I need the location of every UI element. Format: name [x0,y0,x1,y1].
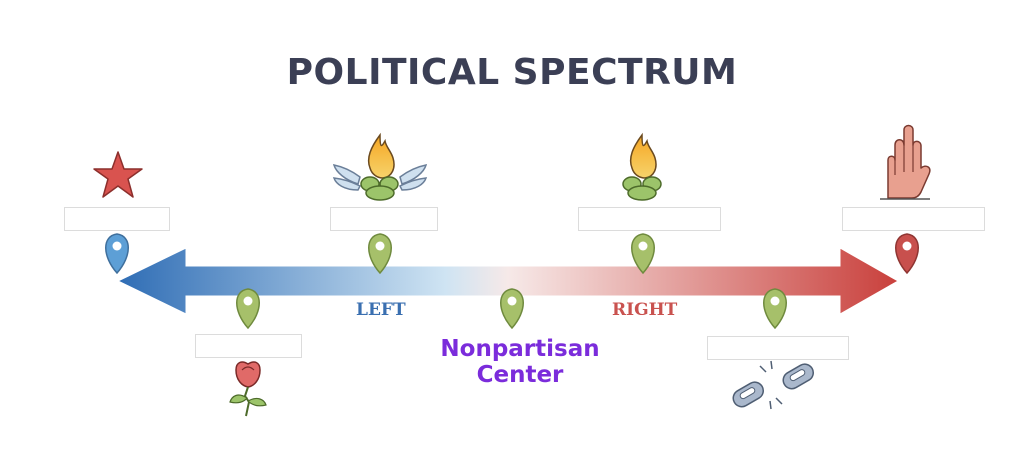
spectrum-arrow [116,247,900,315]
center-label: Nonpartisan Center [400,336,640,388]
broken-chain-icon [732,360,814,410]
pin-far-left[interactable] [105,233,129,275]
left-label: LEFT [356,300,406,320]
right-label: RIGHT [612,300,678,320]
label-box-left-lower[interactable] [195,334,302,358]
rose-icon [229,361,267,417]
page-title: POLITICAL SPECTRUM [286,52,738,93]
flame-icon [622,132,662,201]
pin-center[interactable] [500,288,524,330]
center-label-line1: Nonpartisan [440,336,600,362]
star-icon [93,151,143,198]
label-box-right-lower[interactable] [707,336,849,360]
label-box-left-upper[interactable] [330,207,438,231]
winged-flame-icon [332,132,428,201]
pin-right-lower[interactable] [763,288,787,330]
pin-left-upper[interactable] [368,233,392,275]
center-label-line2: Center [476,362,564,388]
label-box-right-upper[interactable] [578,207,721,231]
label-box-far-left[interactable] [64,207,170,231]
raised-hand-icon [880,124,931,200]
pin-right-upper[interactable] [631,233,655,275]
pin-left-lower[interactable] [236,288,260,330]
pin-far-right[interactable] [895,233,919,275]
label-box-far-right[interactable] [842,207,985,231]
